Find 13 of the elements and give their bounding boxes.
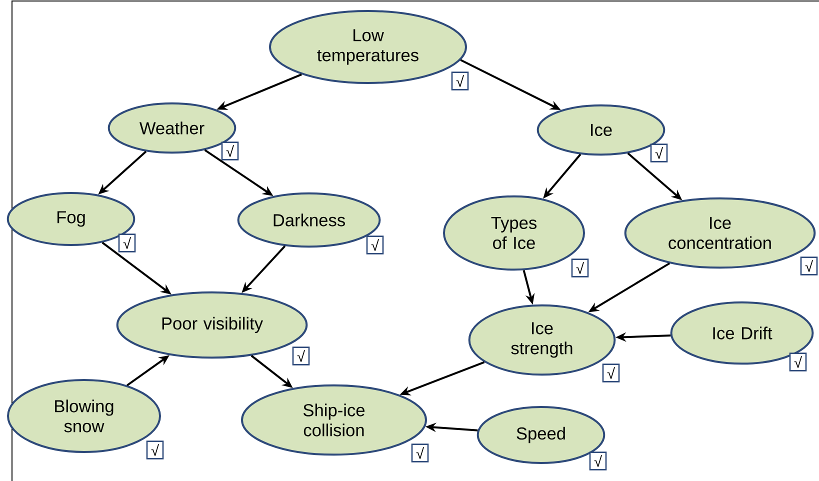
check-box: √ [146,440,164,460]
check-box: √ [602,364,620,382]
check-box: √ [221,142,239,160]
check-box: √ [411,444,429,462]
check-box: √ [292,346,310,366]
check-box: √ [118,234,136,252]
check-box: √ [800,256,818,276]
check-box: √ [650,144,668,162]
check-box: √ [451,72,469,90]
check-box: √ [366,236,384,254]
check-box: √ [589,452,607,470]
check-box: √ [789,352,807,372]
check-box: √ [571,258,589,278]
